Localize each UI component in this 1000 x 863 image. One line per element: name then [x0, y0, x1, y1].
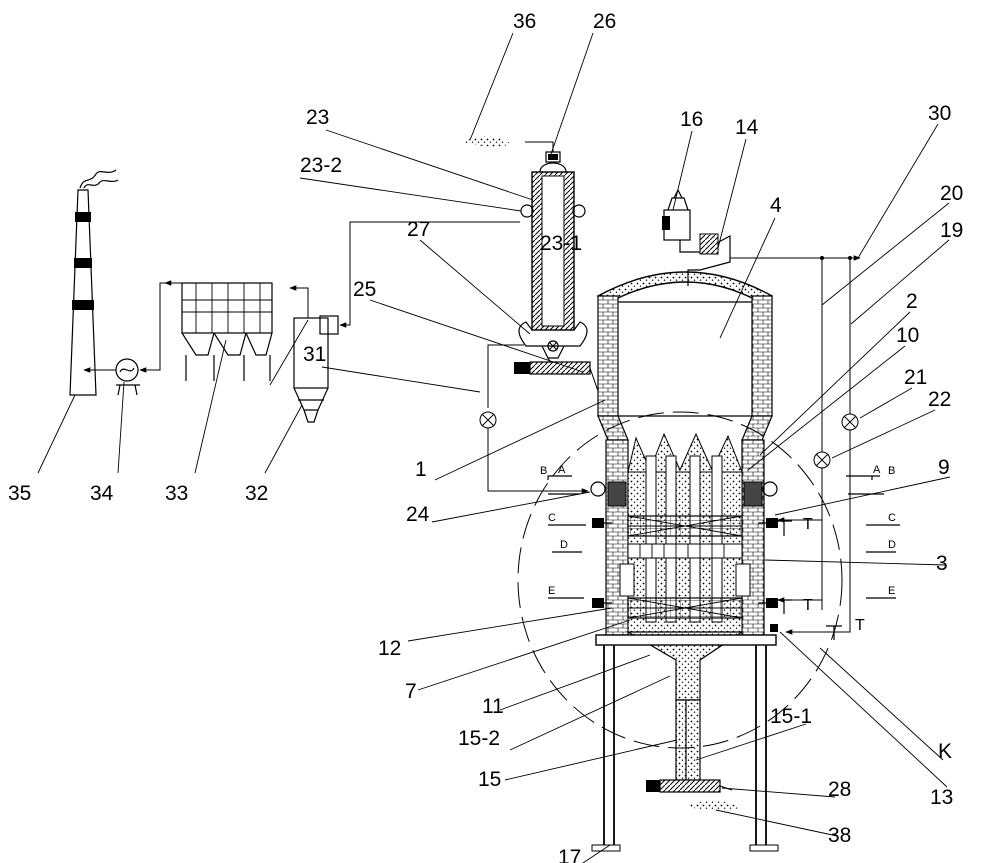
label-15-1: 15-1 [770, 705, 812, 728]
label-K: K [938, 740, 952, 763]
label-11: 11 [482, 695, 504, 718]
label-23-2: 23-2 [300, 154, 342, 177]
label-12: 12 [378, 637, 401, 660]
induced-draft-fan [116, 359, 140, 395]
bag-filter [182, 283, 272, 381]
label-30: 30 [928, 102, 951, 125]
label-24: 24 [406, 503, 430, 526]
label-27: 27 [407, 218, 430, 241]
label-23: 23 [306, 106, 329, 129]
tee-bottom: T [855, 617, 865, 634]
label-38: 38 [828, 824, 851, 847]
label-13: 13 [930, 786, 953, 809]
label-35: 35 [8, 482, 31, 505]
label-32: 32 [245, 482, 268, 505]
label-26: 26 [593, 10, 616, 33]
label-25: 25 [353, 278, 376, 301]
chimney [70, 170, 118, 395]
material-pile-top [462, 136, 512, 146]
screw-conveyor-lower [646, 780, 732, 792]
label-28: 28 [828, 778, 851, 801]
section-E-right: E [888, 585, 895, 597]
label-3: 3 [936, 552, 948, 575]
material-pile-bottom [686, 800, 740, 810]
label-20: 20 [940, 182, 963, 205]
section-B-left: B [540, 465, 547, 477]
section-C-right: C [888, 512, 896, 524]
label-7: 7 [405, 680, 417, 703]
section-C-left: C [548, 512, 556, 524]
label-9: 9 [938, 456, 950, 479]
label-15: 15 [478, 768, 501, 791]
exhaust-piping [84, 222, 520, 370]
section-A-left: A [558, 464, 566, 476]
section-B-right: B [888, 465, 895, 477]
label-4: 4 [770, 194, 782, 217]
section-A-right: A [873, 464, 881, 476]
label-36: 36 [513, 10, 536, 33]
label-33: 33 [165, 482, 188, 505]
feed-hopper [662, 190, 730, 286]
label-19: 19 [940, 219, 963, 242]
tee-upper: T [803, 516, 813, 533]
label-15-2: 15-2 [458, 727, 500, 750]
furnace-body [591, 272, 778, 780]
label-16: 16 [680, 108, 703, 131]
label-31: 31 [303, 343, 326, 366]
section-D-left: D [560, 539, 568, 551]
label-22: 22 [928, 388, 951, 411]
section-E-left: E [548, 585, 555, 597]
label-14: 14 [735, 116, 759, 139]
label-23-1: 23-1 [540, 232, 582, 255]
label-17: 17 [558, 846, 581, 863]
label-2: 2 [906, 290, 918, 313]
screw-conveyor-upper [514, 358, 608, 420]
section-D-right: D [888, 539, 896, 551]
label-10: 10 [896, 324, 919, 347]
tee-lower: T [803, 597, 813, 614]
label-21: 21 [904, 366, 927, 389]
label-1: 1 [415, 458, 427, 481]
label-34: 34 [90, 482, 114, 505]
